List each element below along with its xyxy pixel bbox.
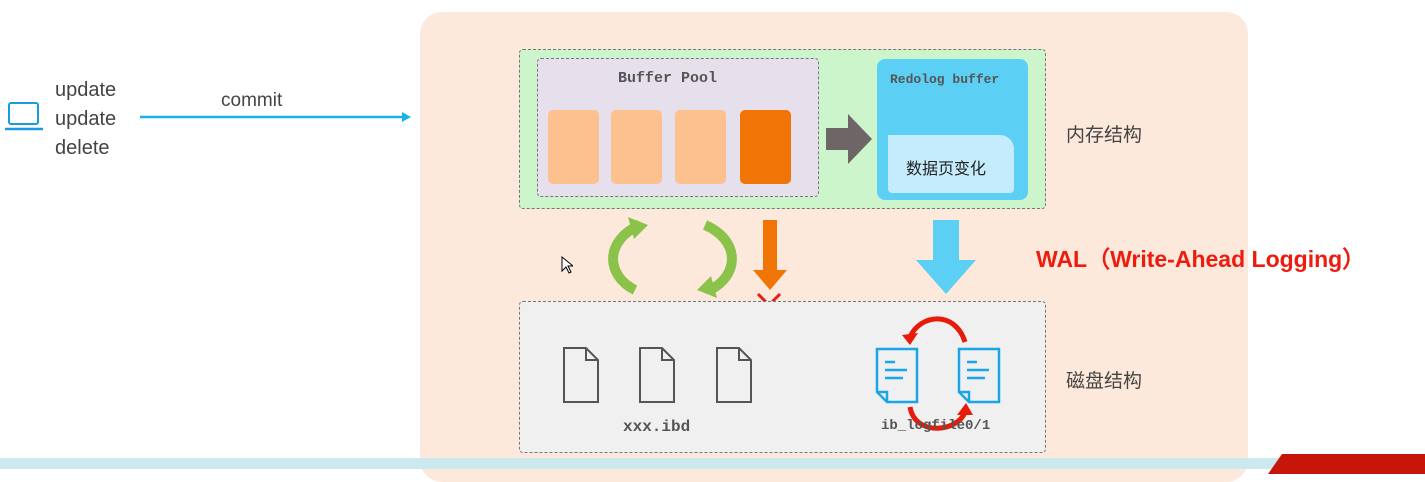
redo-down-arrow xyxy=(916,220,976,294)
laptop-icon xyxy=(4,100,44,139)
page xyxy=(675,110,726,184)
dirty-page xyxy=(740,110,791,184)
logfile-cycle-icon xyxy=(875,316,1001,431)
op-2: update xyxy=(55,108,117,130)
op-1: update xyxy=(55,79,117,101)
page xyxy=(548,110,599,184)
op-3: delete xyxy=(55,137,110,159)
page xyxy=(611,110,662,184)
right-arrow-icon xyxy=(826,114,872,164)
redolog-buffer-title: Redolog buffer xyxy=(890,72,1000,87)
ibd-label: xxx.ibd xyxy=(623,418,691,436)
data-page-change xyxy=(888,135,1014,193)
disk-section-label: 磁盘结构 xyxy=(1066,371,1143,392)
mouse-cursor-icon xyxy=(561,256,573,274)
ibd-files-icon xyxy=(563,347,752,403)
red-banner xyxy=(1268,454,1425,474)
wal-label: WAL（Write-Ahead Logging） xyxy=(1036,246,1366,272)
commit-label: commit xyxy=(221,90,283,111)
logfile-label: ib_logfile0/1 xyxy=(881,418,991,434)
bottom-wave xyxy=(0,458,1425,469)
commit-arrow xyxy=(140,112,411,122)
recycle-arrows-icon xyxy=(608,217,737,298)
data-page-change-label: 数据页变化 xyxy=(906,161,987,178)
memory-section-label: 内存结构 xyxy=(1066,125,1143,146)
buffer-pool-title: Buffer Pool xyxy=(618,70,718,87)
